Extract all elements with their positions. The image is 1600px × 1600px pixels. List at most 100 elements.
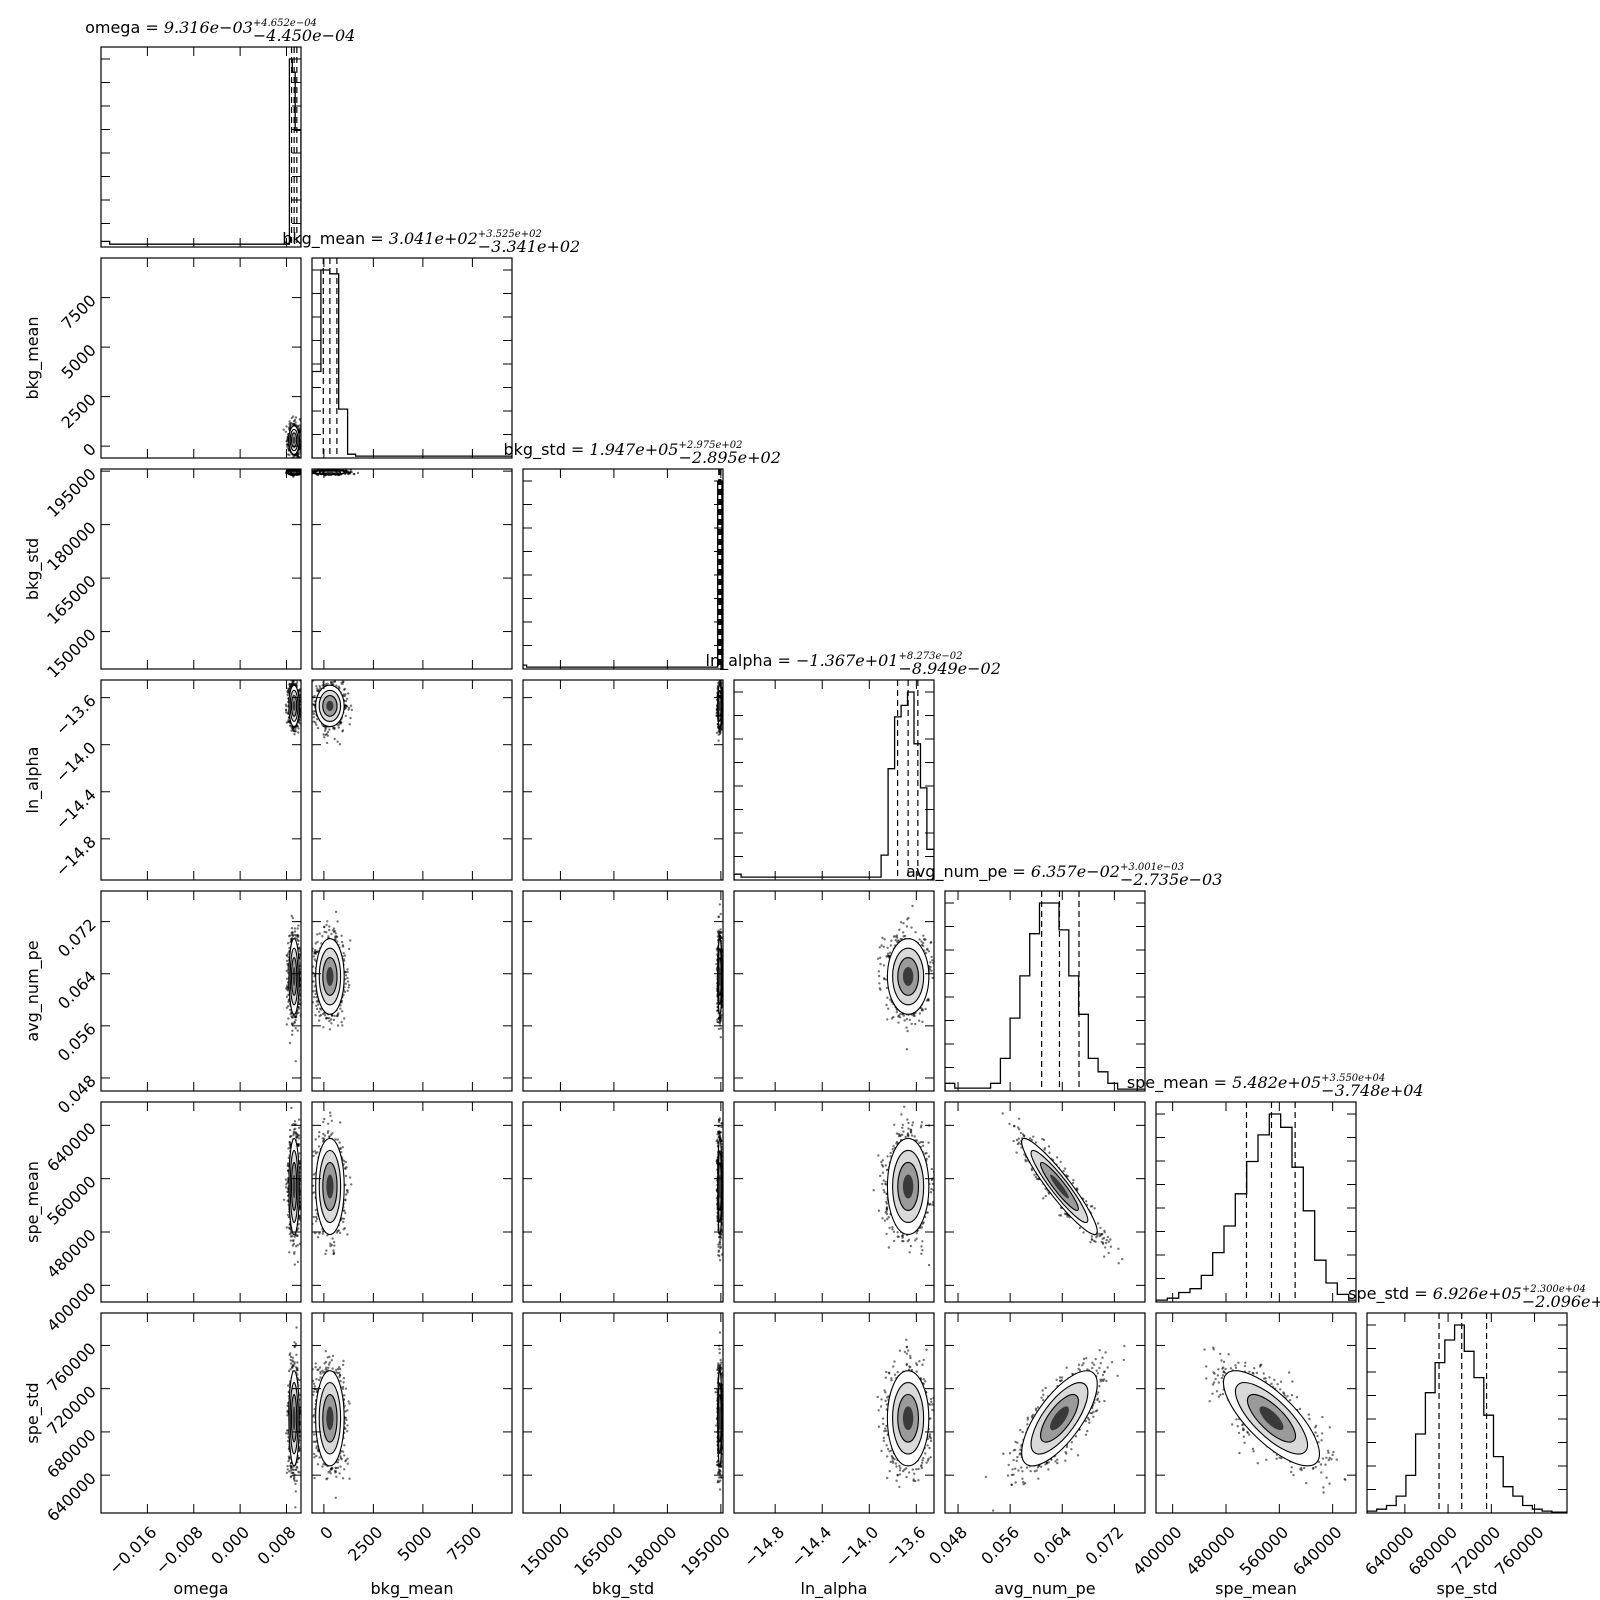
title-err-plus: +2.975e+02 xyxy=(678,440,742,451)
y-axis-label-bkg_std: bkg_std xyxy=(23,538,43,600)
panel-ln_alpha-vs-bkg_mean xyxy=(311,675,513,881)
scatter-point xyxy=(288,724,292,727)
title-value: = 3.041e+02 xyxy=(365,229,478,248)
scatter-point xyxy=(344,470,347,474)
panel-frame xyxy=(100,679,302,881)
panel-frame xyxy=(100,468,302,670)
scatter-point xyxy=(312,471,315,474)
scatter-point xyxy=(289,685,292,688)
contour-level-4 xyxy=(292,436,296,444)
scatter-point xyxy=(294,727,297,731)
scatter-point xyxy=(290,729,293,732)
scatter-point xyxy=(288,460,290,462)
scatter-point xyxy=(307,470,309,472)
title-value: = 9.316e−0​3 xyxy=(140,18,253,37)
histogram-omega xyxy=(101,58,301,247)
histogram-bkg_mean xyxy=(312,269,512,458)
scatter-point xyxy=(335,675,337,677)
scatter-point xyxy=(297,676,299,678)
scatter-point xyxy=(356,471,360,475)
y-tick-label: −13.6 xyxy=(52,691,100,739)
title-bkg_std: bkg_std = 1.947e+05+2.975e+02 xyxy=(504,440,743,460)
scatter-point xyxy=(348,723,351,726)
scatter-point xyxy=(315,685,318,688)
scatter-point xyxy=(324,683,328,686)
scatter-point xyxy=(293,418,297,422)
scatter-point xyxy=(286,693,289,697)
scatter-point xyxy=(286,440,289,443)
scatter-point xyxy=(349,469,353,472)
scatter-point xyxy=(316,718,319,721)
scatter-point xyxy=(316,687,319,690)
scatter-point xyxy=(288,674,290,676)
panel-frame xyxy=(311,257,513,459)
scatter-point xyxy=(293,733,296,736)
panel-bkg_std-vs-bkg_std: bkg_std = 1.947e+05+2.975e+02−2.895e+02 xyxy=(504,440,781,670)
scatter-point xyxy=(289,424,292,427)
title-err-plus: +4.652e−04 xyxy=(253,18,317,29)
title-err-minus: −2.895e+02 xyxy=(678,448,780,467)
y-tick-label: −14.8 xyxy=(52,832,100,880)
y-tick-label: 195000 xyxy=(43,464,100,521)
scatter-point xyxy=(285,711,288,714)
scatter-point xyxy=(292,726,295,729)
scatter-point xyxy=(353,472,356,476)
panel-frame xyxy=(100,257,302,459)
scatter-point xyxy=(285,443,288,446)
title-omega: omega = 9.316e−0​3+4.652e−04 xyxy=(85,18,317,37)
scatter-point xyxy=(325,741,329,745)
scatter-point xyxy=(286,720,290,724)
scatter-point xyxy=(302,472,304,474)
scatter-point xyxy=(297,731,300,734)
scatter-point xyxy=(288,420,291,423)
scatter-point xyxy=(284,430,287,433)
panel-omega-vs-omega: omega = 9.316e−0​3+4.652e−04−4.450e−04 xyxy=(85,18,355,248)
panel-bkg_std-vs-bkg_mean xyxy=(307,468,513,670)
scatter-point xyxy=(294,421,297,424)
scatter-point xyxy=(322,733,325,736)
y-axis-label-ln_alpha: ln_alpha xyxy=(23,747,43,814)
scatter-point xyxy=(326,730,330,734)
scatter-point xyxy=(289,422,292,425)
scatter-point xyxy=(350,708,353,712)
title-err-minus: −3.341e+02 xyxy=(478,237,580,256)
panel-frame xyxy=(522,468,724,670)
scatter-point xyxy=(284,708,288,711)
scatter-point xyxy=(347,708,350,711)
scatter-point xyxy=(287,449,291,452)
scatter-point xyxy=(295,725,299,728)
title-err-plus: +3.525e+02 xyxy=(478,229,542,240)
y-tick-label: −14.0 xyxy=(52,738,100,786)
panel-plot-area xyxy=(312,258,512,458)
scatter-point xyxy=(296,424,300,428)
contour-level-4 xyxy=(326,470,334,474)
title-err-minus: −4.450e−04 xyxy=(253,26,355,45)
y-tick-label: 0 xyxy=(79,439,100,460)
scatter-point xyxy=(291,674,293,676)
y-tick-label: 7500 xyxy=(58,291,100,333)
y-axis-label-bkg_mean: bkg_mean xyxy=(23,317,43,400)
panel-plot-area xyxy=(101,47,301,247)
scatter-point xyxy=(323,736,326,739)
histogram-bkg_std xyxy=(523,480,723,669)
panel-plot-area xyxy=(312,675,353,746)
scatter-point xyxy=(282,428,285,431)
scatter-point xyxy=(302,470,304,472)
title-name: bkg_mean xyxy=(282,229,365,249)
scatter-point xyxy=(349,704,353,707)
scatter-point xyxy=(294,730,298,733)
scatter-point xyxy=(294,416,298,419)
scatter-point xyxy=(347,472,350,475)
scatter-point xyxy=(297,727,300,730)
scatter-point xyxy=(328,728,331,731)
scatter-point xyxy=(298,459,300,461)
title-name: bkg_std xyxy=(504,440,566,460)
y-tick-label: 5000 xyxy=(58,340,100,382)
scatter-point xyxy=(292,415,295,418)
title-value: = 1.947e+05 xyxy=(566,440,679,459)
panel-ln_alpha-vs-omega: −14.8−14.4−14.0−13.6 ln_alpha xyxy=(23,674,302,881)
scatter-point xyxy=(287,687,290,690)
y-tick-label: −14.4 xyxy=(52,785,100,833)
